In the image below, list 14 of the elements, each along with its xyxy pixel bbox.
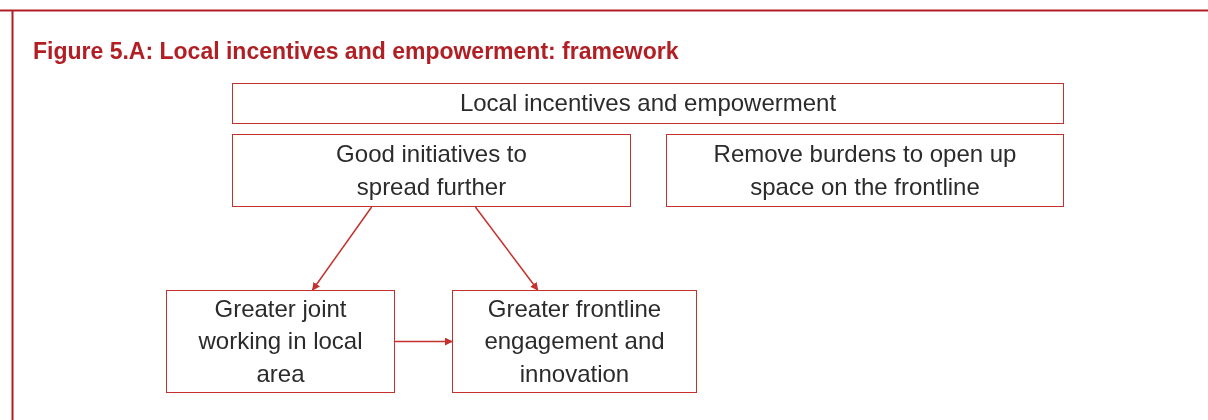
arrow	[474, 206, 539, 291]
text-box	[166, 290, 395, 393]
node-label: Local incentives and empowerment	[459, 88, 837, 119]
node-label: Greater frontline engagement and innovation	[483, 293, 666, 389]
arrow	[311, 206, 373, 291]
arrow	[394, 337, 453, 346]
figure-title: Figure 5.A: Local incentives and empowerment: framework	[33, 38, 679, 65]
text-box	[232, 134, 631, 207]
node-label: Remove burdens to open up space on the frontline	[712, 139, 1018, 202]
text-box	[232, 83, 1064, 124]
text-box	[452, 290, 697, 393]
node-label: Greater joint working in local area	[197, 293, 364, 389]
node-label: Good initiatives to spread further	[335, 139, 528, 202]
text-box	[666, 134, 1064, 207]
